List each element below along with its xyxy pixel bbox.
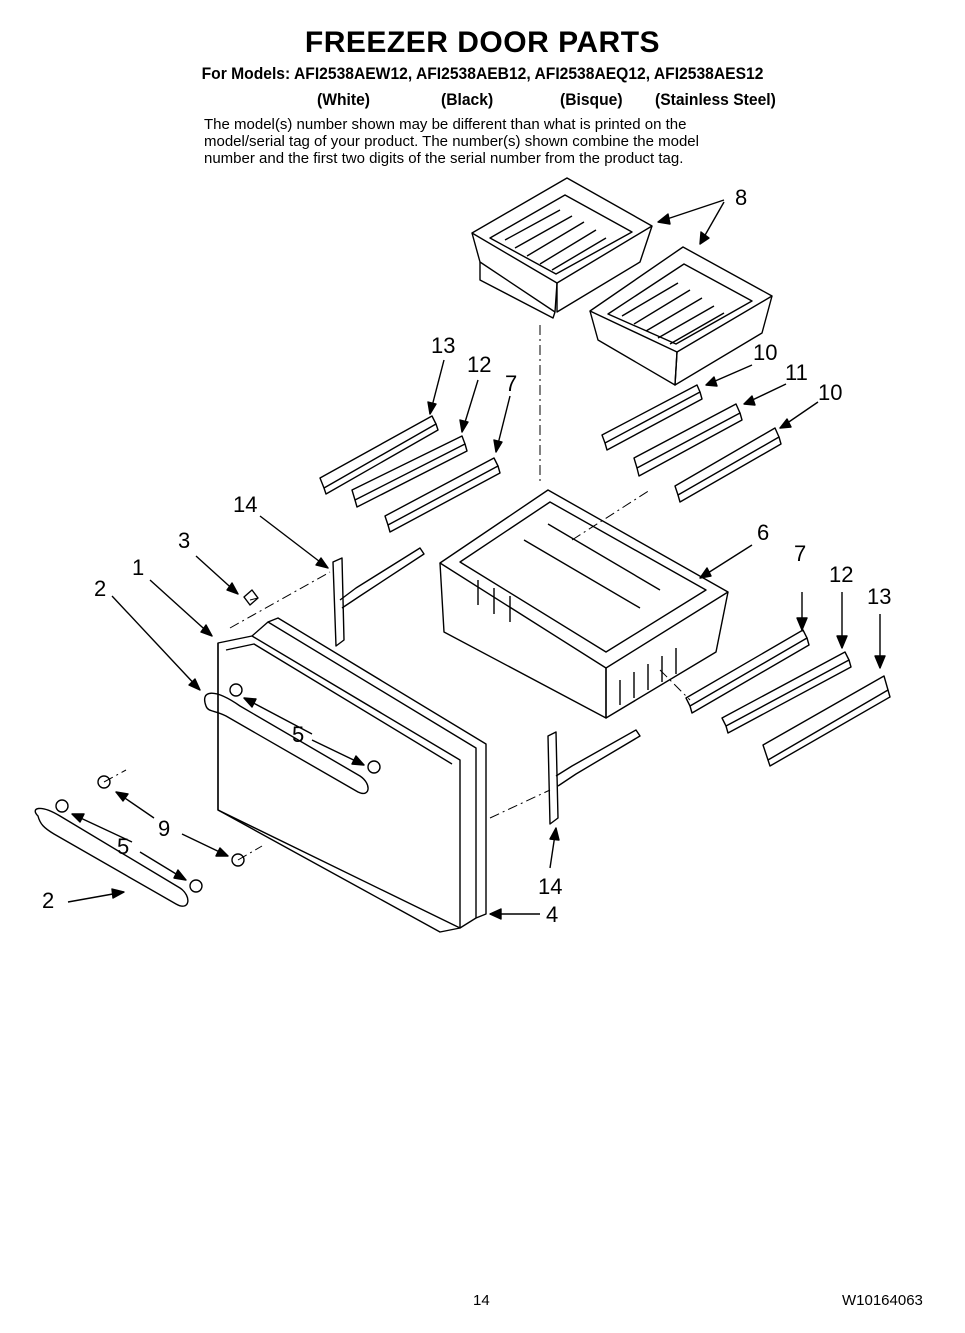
models-line: For Models: AFI2538AEW12, AFI2538AEB12, … (201, 64, 764, 83)
color-black: (Black) (441, 90, 494, 109)
callout-11: 11 (785, 360, 808, 385)
slide-rail-12-bottom (721, 651, 852, 734)
slide-rail-10-upper (601, 384, 703, 451)
main-freezer-basket (439, 489, 729, 719)
door-handle-lower (34, 807, 189, 907)
callout-2: 2 (42, 888, 54, 913)
callout-13: 13 (431, 333, 455, 358)
slide-rail-10-lower (674, 427, 782, 503)
upper-basket-left (471, 177, 653, 319)
callout-7: 7 (505, 371, 517, 396)
callout-numbers: 8 13 12 7 10 11 10 14 3 6 1 2 7 12 13 5 … (42, 185, 891, 927)
callout-12: 12 (467, 352, 491, 377)
callout-14: 14 (233, 492, 257, 517)
leader-lines (67, 199, 886, 920)
callout-14: 14 (538, 874, 562, 899)
door-bracket-lower (547, 729, 641, 825)
note-line: number and the first two digits of the s… (204, 150, 684, 167)
callout-10: 10 (753, 340, 777, 365)
model-note: The model(s) number shown may be differe… (204, 116, 804, 167)
callout-6: 6 (757, 520, 769, 545)
callout-4: 4 (546, 902, 558, 927)
document-number: W10164063 (842, 1292, 923, 1309)
door-bracket-upper (332, 547, 425, 647)
slide-rail-13-top (319, 415, 439, 495)
callout-12: 12 (829, 562, 853, 587)
color-white: (White) (317, 90, 370, 109)
callout-5: 5 (292, 722, 304, 747)
door-handle-upper (203, 692, 369, 795)
freezer-door-panel (217, 621, 477, 933)
color-bisque: (Bisque) (560, 90, 623, 109)
note-line: The model(s) number shown may be differe… (204, 116, 687, 133)
callout-10: 10 (818, 380, 842, 405)
callout-1: 1 (132, 555, 144, 580)
slide-rail-7-bottom (685, 629, 810, 714)
slide-rail-7-top (384, 457, 501, 533)
door-gasket (267, 617, 487, 919)
callout-8: 8 (735, 185, 747, 210)
color-stainless-steel: (Stainless Steel) (655, 90, 776, 109)
slide-rail-12-top (351, 435, 468, 508)
callout-13: 13 (867, 584, 891, 609)
slide-rail-11 (633, 403, 743, 477)
page-number: 14 (473, 1292, 490, 1309)
slide-rail-13-bottom (762, 675, 891, 767)
callout-9: 9 (158, 816, 170, 841)
callout-2: 2 (94, 576, 106, 601)
upper-basket-right (589, 246, 773, 386)
callout-3: 3 (178, 528, 190, 553)
page-title: FREEZER DOOR PARTS (304, 26, 661, 59)
note-line: model/serial tag of your product. The nu… (204, 133, 699, 150)
callout-7: 7 (794, 541, 806, 566)
callout-5: 5 (117, 834, 129, 859)
